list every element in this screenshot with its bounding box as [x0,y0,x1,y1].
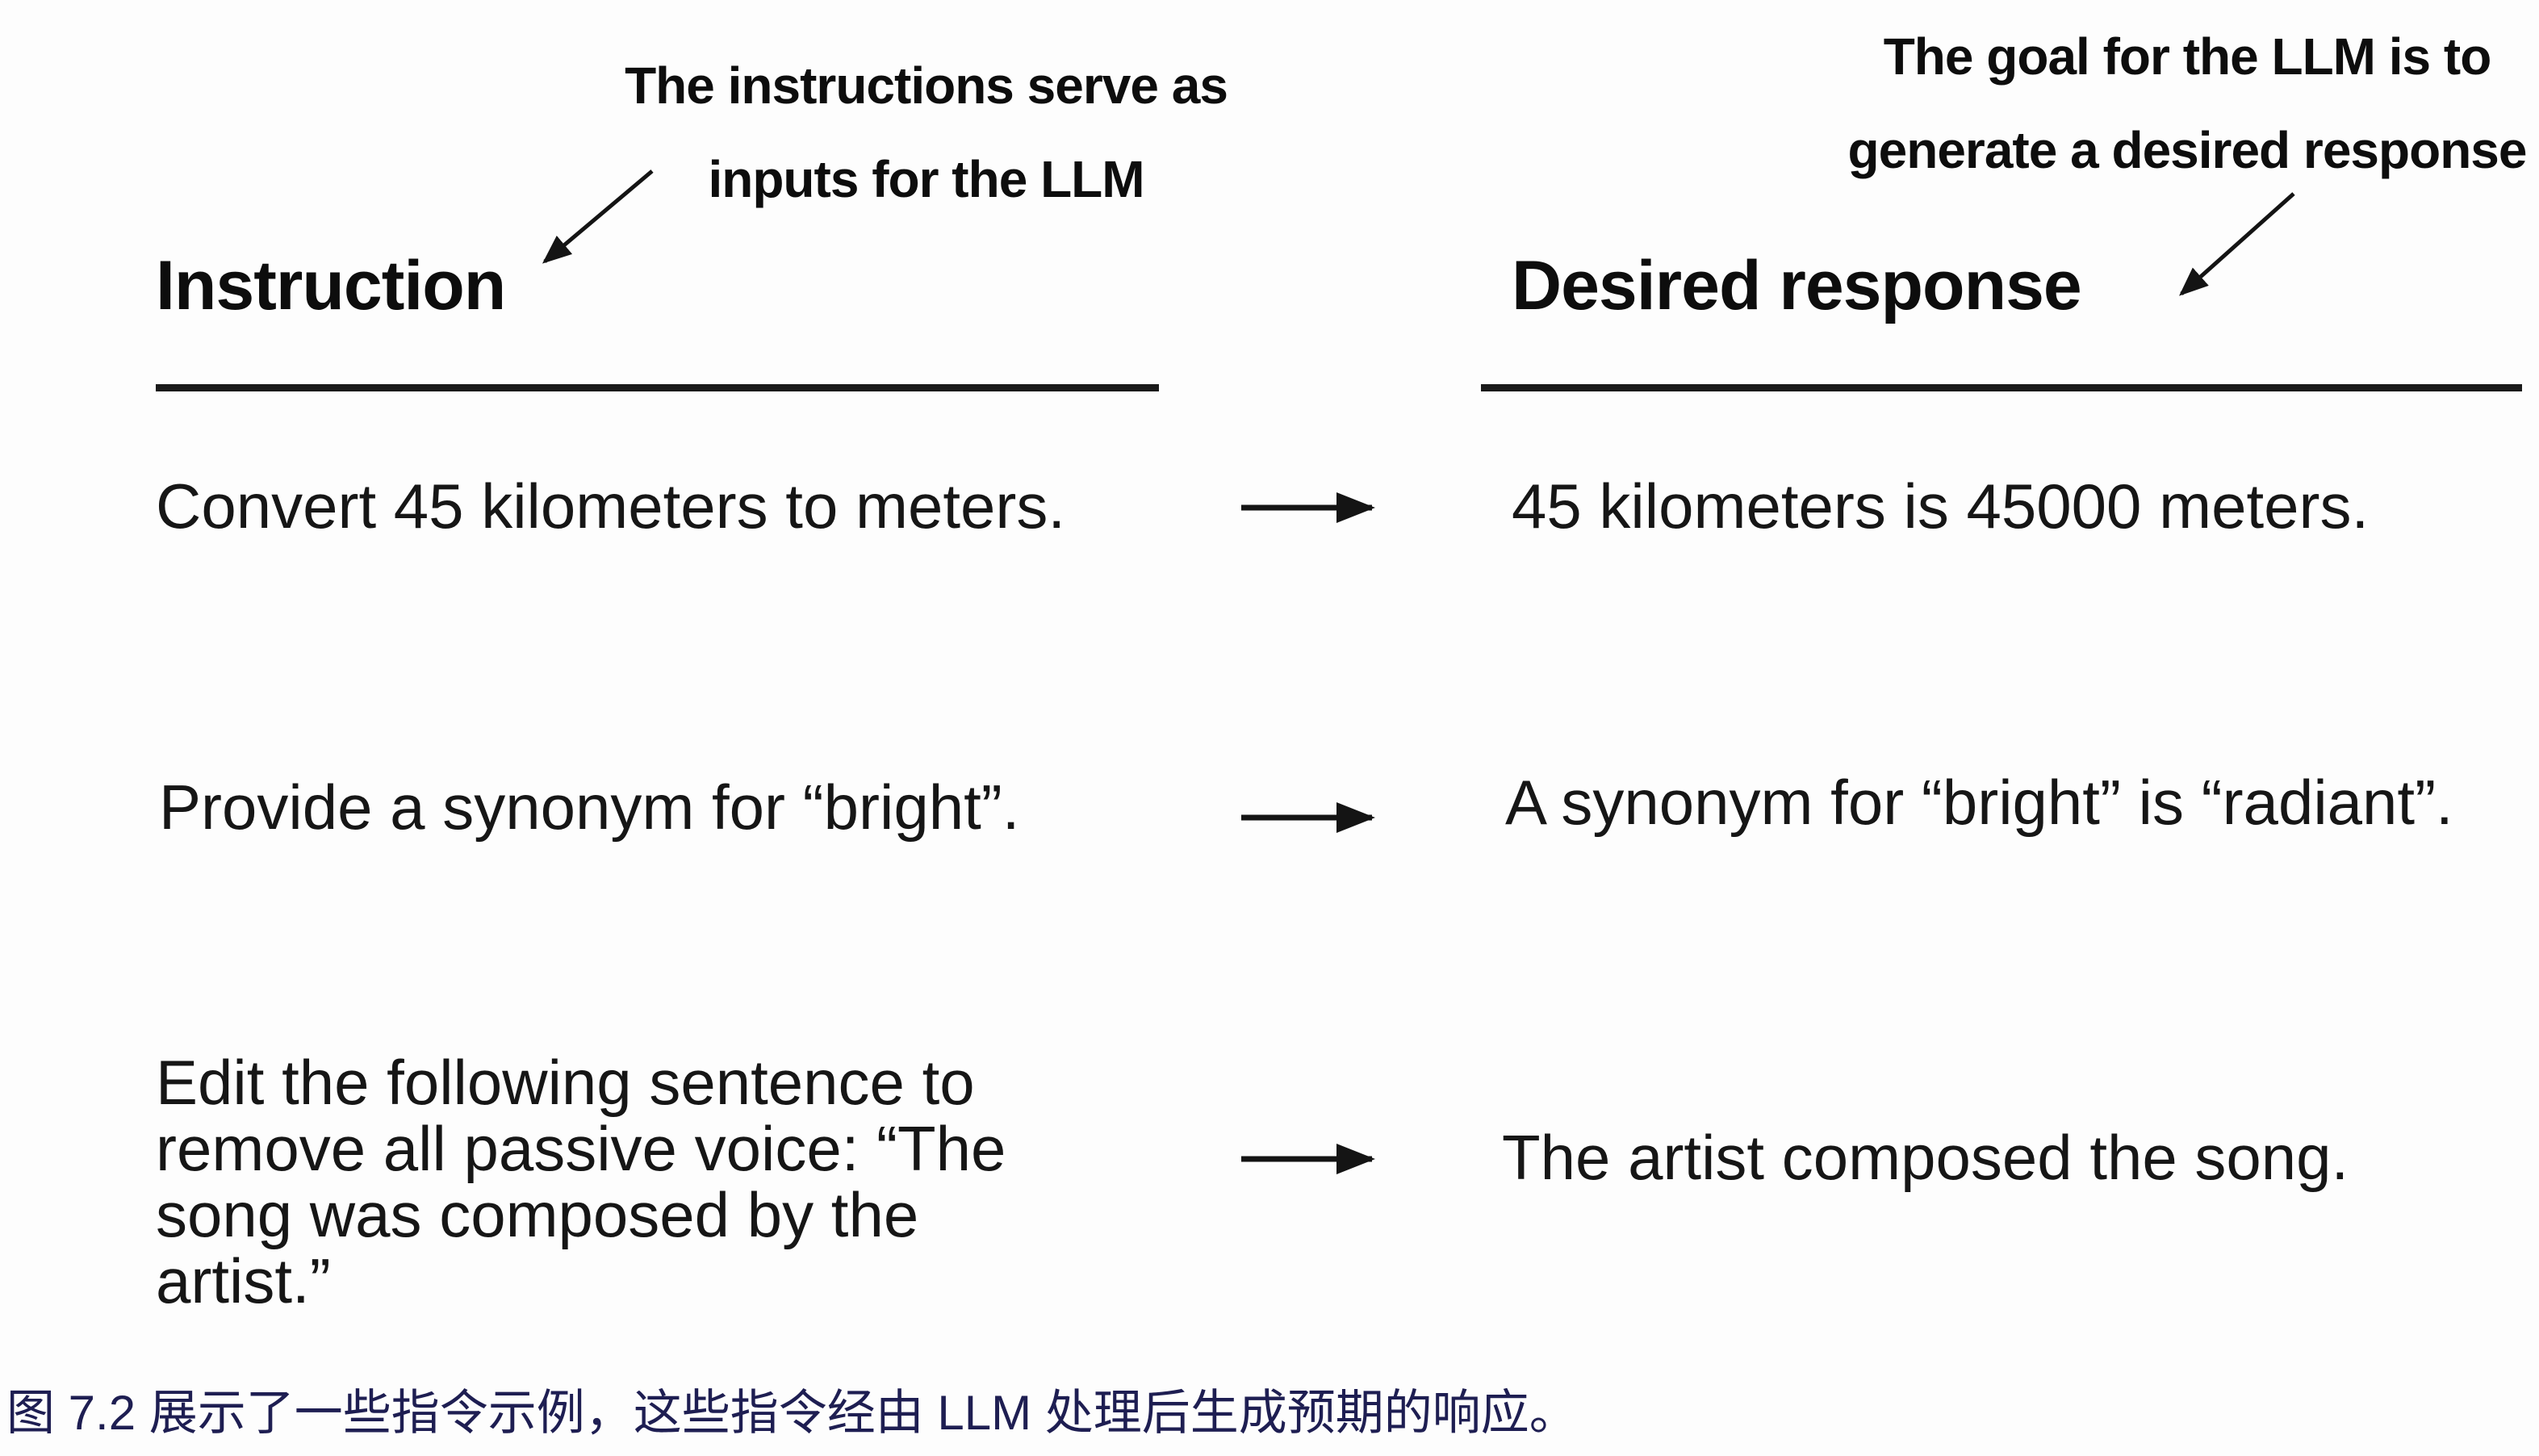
right-annotation-arrow [2179,192,2295,296]
figure-caption: 图 7.2 展示了一些指令示例，这些指令经由 LLM 处理后生成预期的响应。 [6,1386,1578,1440]
desired-response-column-header: Desired response [1512,247,2082,324]
instruction-column-header: Instruction [156,247,506,324]
row3-instruction-text: Edit the following sentence to remove al… [156,1047,1006,1316]
left-annotation-line1: The instructions serve as [625,56,1228,115]
row2-response-text: A synonym for “bright” is “radiant”. [1505,767,2453,838]
left-annotation-arrow [542,169,654,264]
left-annotation: The instructions serve as inputs for the… [593,39,1259,226]
desired-response-header-underline [1481,384,2522,391]
row1-instruction-text: Convert 45 kilometers to meters. [156,471,1066,542]
right-annotation: The goal for the LLM is to generate a de… [1828,10,2539,197]
row3-response-text: The artist composed the song. [1502,1122,2349,1193]
right-annotation-line1: The goal for the LLM is to [1883,27,2492,86]
instruction-header-underline [156,384,1159,391]
row2-instruction-text: Provide a synonym for “bright”. [159,772,1020,843]
row1-response-text: 45 kilometers is 45000 meters. [1512,471,2370,542]
left-annotation-line2: inputs for the LLM [708,150,1144,208]
right-annotation-line2: generate a desired response [1847,121,2528,179]
